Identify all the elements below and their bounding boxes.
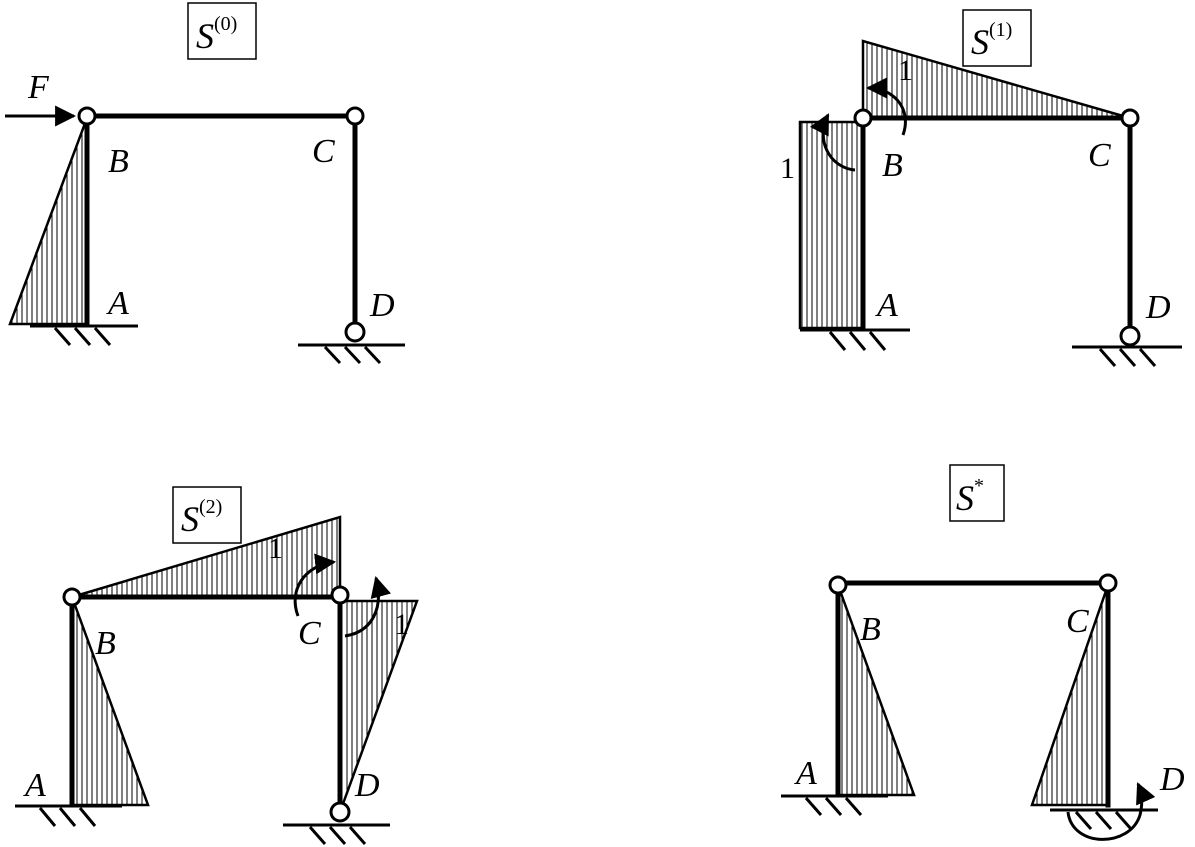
moment-diagram-column <box>798 120 865 330</box>
panel-s0: S(0) F B C A D <box>5 2 405 365</box>
svg-text:S(2): S(2) <box>181 496 222 539</box>
value-beam: 1 <box>268 532 283 565</box>
node-label-c: C <box>312 133 335 170</box>
pin-support-d <box>298 343 405 365</box>
hinge-c <box>345 106 365 126</box>
title-sup: (1) <box>989 19 1012 41</box>
title-box-s0: S(0) <box>187 2 257 60</box>
value-column: 1 <box>780 152 795 185</box>
hinge-b <box>828 575 848 595</box>
value-column: 1 <box>394 608 409 641</box>
title-base: S <box>181 499 199 539</box>
node-label-c: C <box>1088 137 1111 174</box>
svg-text:S(1): S(1) <box>971 19 1012 62</box>
node-label-c: C <box>298 615 321 652</box>
hinge-b <box>62 587 82 607</box>
panel-s1: S(1) 1 1 B C A D <box>780 9 1182 367</box>
svg-text:S*: S* <box>956 475 984 518</box>
title-sup: * <box>974 475 984 497</box>
unit-moment-column-icon <box>809 113 856 172</box>
node-label-b: B <box>882 147 903 184</box>
node-label-d: D <box>354 767 380 804</box>
pin-support-d <box>283 823 390 845</box>
svg-text:S(0): S(0) <box>196 13 237 56</box>
title-base: S <box>956 478 974 518</box>
hinge-c <box>1098 573 1118 593</box>
hinge-c <box>330 585 350 605</box>
fixed-support-a <box>800 328 910 351</box>
unit-moment-column-icon <box>344 575 392 638</box>
hinge-d <box>329 801 351 823</box>
node-label-a: A <box>23 767 46 804</box>
hinge-b <box>853 108 873 128</box>
panel-s2: S(2) 1 1 B C A D <box>15 486 419 845</box>
node-label-a: A <box>106 285 129 322</box>
fixed-support-a <box>30 324 138 346</box>
node-label-d: D <box>369 287 395 324</box>
fixed-support-a <box>15 804 122 827</box>
node-label-d: D <box>1145 289 1171 326</box>
unit-moment-beam-icon <box>865 77 907 136</box>
node-label-b: B <box>108 143 129 180</box>
moment-diagram-ab <box>8 117 89 326</box>
node-label-c: C <box>1066 603 1089 640</box>
node-label-a: A <box>794 755 817 792</box>
title-base: S <box>971 22 989 62</box>
pin-support-d <box>1072 345 1182 367</box>
hinge-b <box>77 106 97 126</box>
force-label: F <box>27 69 50 106</box>
hinge-c <box>1120 108 1140 128</box>
node-label-b: B <box>860 611 881 648</box>
panel-sstar: S* B C A D <box>781 464 1185 841</box>
title-box-s1: S(1) <box>962 9 1032 67</box>
hinge-d <box>344 321 366 343</box>
title-base: S <box>196 16 214 56</box>
hinge-d <box>1119 325 1141 347</box>
fixed-support-a <box>781 794 888 816</box>
node-label-b: B <box>95 625 116 662</box>
title-sup: (0) <box>214 13 237 35</box>
reaction-moment-d-icon <box>1066 782 1156 841</box>
node-label-d: D <box>1159 761 1185 798</box>
title-box-s2: S(2) <box>172 486 242 544</box>
unit-moment-beam-icon <box>293 553 337 617</box>
node-label-a: A <box>875 287 898 324</box>
value-beam: 1 <box>898 54 913 87</box>
title-sup: (2) <box>199 496 222 518</box>
title-box-sstar: S* <box>949 464 1005 522</box>
